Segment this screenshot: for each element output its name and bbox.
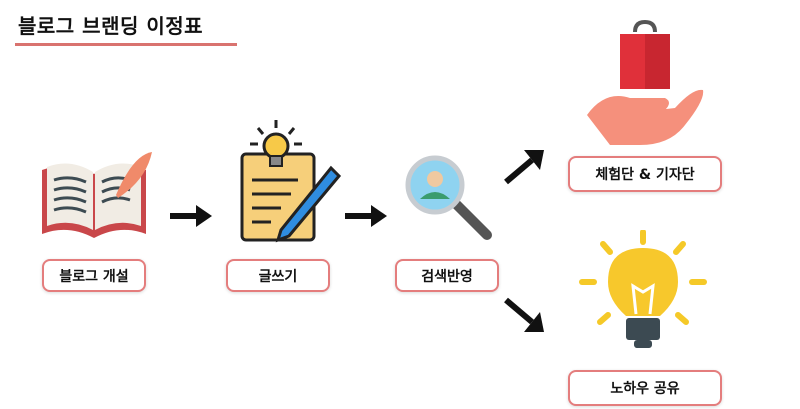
step-search-index: 검색반영 — [395, 259, 499, 292]
step-knowhow-share: 노하우 공유 — [568, 370, 722, 406]
open-book-icon — [42, 152, 152, 238]
step-writing: 글쓰기 — [226, 259, 330, 292]
step-open-blog: 블로그 개설 — [42, 259, 146, 292]
arrow-up-right-icon — [504, 150, 544, 185]
hand-shopping-bag-icon — [587, 20, 704, 145]
arrow-down-right-icon — [504, 297, 544, 332]
lightbulb-icon — [579, 230, 707, 348]
magnifier-user-icon — [405, 155, 492, 240]
title-underline — [15, 43, 237, 46]
step-experience-group: 체험단 & 기자단 — [568, 156, 722, 192]
writing-bulb-icon — [240, 120, 341, 243]
arrow-right-icon — [170, 205, 212, 227]
arrow-right-icon — [345, 205, 387, 227]
page-title: 블로그 브랜딩 이정표 — [18, 14, 204, 38]
